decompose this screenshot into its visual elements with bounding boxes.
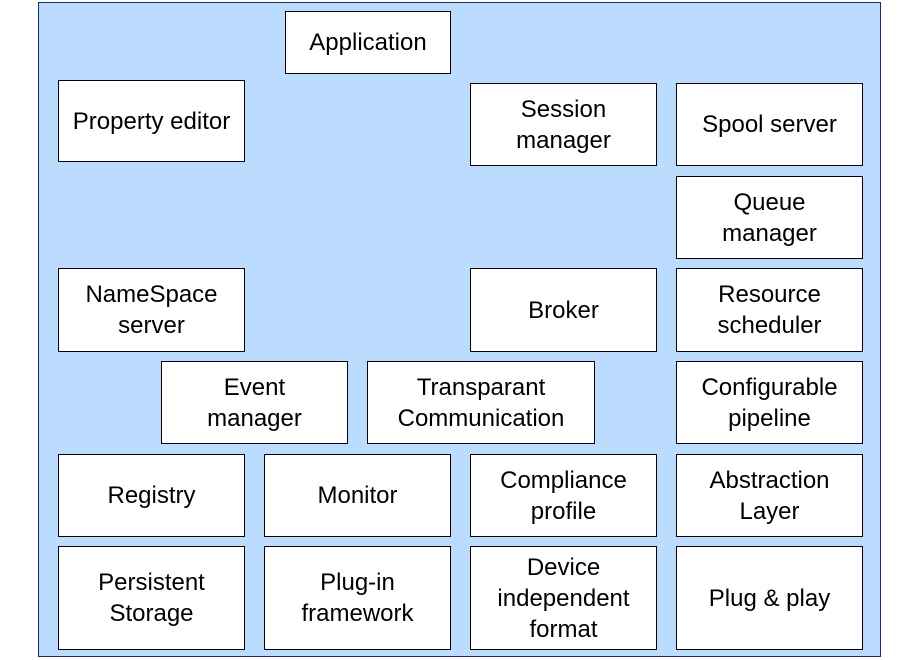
abstraction-layer-box: Abstraction Layer [676,454,863,537]
registry-box: Registry [58,454,245,537]
persistent-storage-box: Persistent Storage [58,546,245,650]
queue-manager-box: Queue manager [676,176,863,259]
plugin-framework-box: Plug-in framework [264,546,451,650]
transparant-communication-box: Transparant Communication [367,361,595,444]
compliance-profile-box: Compliance profile [470,454,657,537]
namespace-server-box: NameSpace server [58,268,245,352]
configurable-pipeline-box: Configurable pipeline [676,361,863,444]
monitor-box: Monitor [264,454,451,537]
resource-scheduler-box: Resource scheduler [676,268,863,352]
property-editor-box: Property editor [58,80,245,162]
spool-server-box: Spool server [676,83,863,166]
broker-box: Broker [470,268,657,352]
plug-and-play-box: Plug & play [676,546,863,650]
session-manager-box: Session manager [470,83,657,166]
application-box: Application [285,11,451,74]
event-manager-box: Event manager [161,361,348,444]
device-independent-format-box: Device independent format [470,546,657,650]
